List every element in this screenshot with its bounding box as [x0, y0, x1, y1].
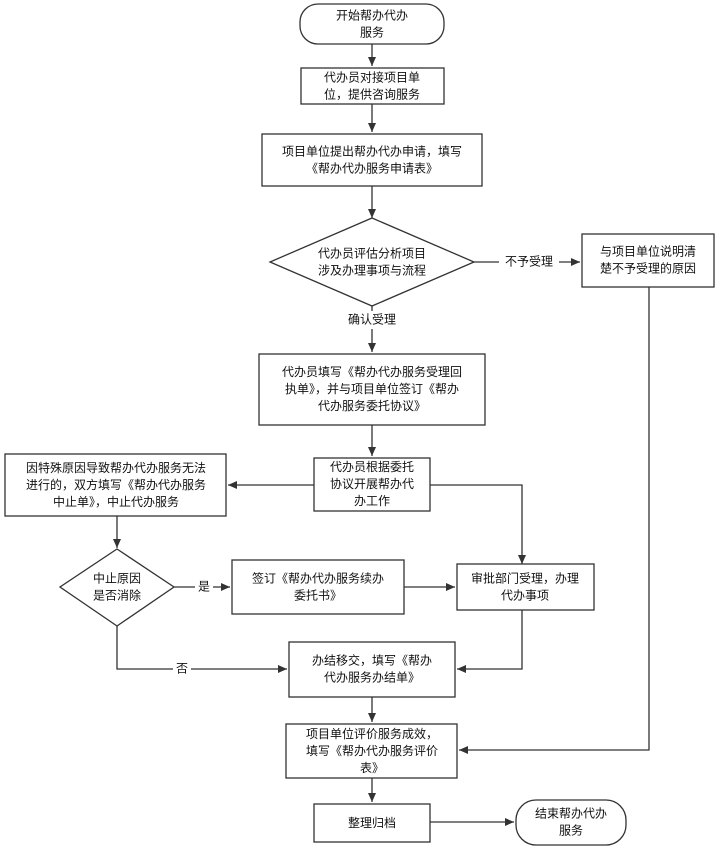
node-apply: 项目单位提出帮办代办申请，填写《帮办代办服务申请表》 — [261, 133, 483, 187]
node-label-line: 结束帮办代办 — [535, 805, 607, 820]
node-special-stop: 因特殊原因导致帮办代办服务无法进行的，双方填写《帮办代办服务中止单》，中止代办服… — [4, 453, 227, 517]
node-label-line: 填写《帮办代办服务评价 — [306, 743, 438, 758]
node-work: 代办员根据委托协议开展帮办代办工作 — [313, 457, 431, 512]
node-label-line: 与项目单位说明清 — [600, 243, 696, 258]
node-label: 项目单位评价服务成效， 填写《帮办代办服务评价表》 — [306, 726, 438, 775]
edge-reject-evaluate — [459, 287, 650, 754]
node-end: 结束帮办代办服务 — [515, 799, 627, 846]
edges — [113, 44, 650, 826]
node-label-line: 服务 — [559, 822, 583, 837]
edge-label-confirm: 确认受理 — [348, 313, 396, 327]
node-label: 与项目单位说明清楚不予受理的原因 — [600, 243, 696, 275]
node-label-line: 因特殊原因导致帮办代办服务无法 — [26, 460, 206, 475]
node-label: 代办员评估分析项目涉及办理事项与流程 — [318, 245, 426, 277]
node-evaluate: 项目单位评价服务成效， 填写《帮办代办服务评价表》 — [285, 723, 458, 779]
node-label-line: 楚不予受理的原因 — [600, 260, 696, 275]
node-label: 代办员根据委托协议开展帮办代办工作 — [330, 459, 414, 508]
edge-decision2-handover — [116, 626, 287, 673]
node-label-line: 代办员根据委托 — [330, 459, 414, 474]
node-label-line: 代办员填写《帮办代办服务受理回 — [282, 364, 462, 379]
node-label-line: 执单》，并与项目单位签订《帮办 — [285, 381, 459, 396]
node-label: 代办员填写《帮办代办服务受理回执单》，并与项目单位签订《帮办代办服务委托协议》 — [282, 364, 462, 413]
node-label: 签订《帮办代办服务续办委托书》 — [252, 570, 384, 602]
node-label-line: 代办员评估分析项目 — [318, 245, 426, 260]
node-label-line: 签订《帮办代办服务续办 — [252, 570, 384, 585]
node-label-line: 代办服务委托协议》 — [318, 398, 426, 413]
node-label-line: 涉及办理事项与流程 — [318, 262, 426, 277]
edge-label-no: 否 — [176, 662, 188, 676]
node-label-line: 是否消除 — [93, 587, 141, 602]
node-label-line: 开始帮办代办 — [336, 7, 408, 22]
node-reject: 与项目单位说明清楚不予受理的原因 — [581, 233, 715, 288]
node-start: 开始帮办代办服务 — [299, 3, 445, 45]
edge-approve-handover — [457, 610, 523, 673]
node-renew: 签订《帮办代办服务续办委托书》 — [231, 559, 405, 615]
node-label-line: 位，提供咨询服务 — [324, 86, 420, 101]
node-label-line: 整理归档 — [348, 815, 396, 830]
node-label-line: 《帮办代办服务申请表》 — [306, 160, 438, 175]
node-label: 整理归档 — [348, 815, 396, 830]
node-label: 中止原因是否消除 — [93, 570, 141, 602]
node-decision-evaluate: 代办员评估分析项目涉及办理事项与流程 — [268, 217, 476, 307]
node-label: 项目单位提出帮办代办申请，填写《帮办代办服务申请表》 — [282, 143, 462, 175]
node-label-line: 进行的，双方填写《帮办代办服务 — [26, 477, 206, 492]
node-label-line: 协议开展帮办代 — [330, 476, 414, 491]
node-label-line: 办结移交，填写《帮办 — [312, 652, 432, 667]
node-label-line: 中止单》，中止代办服务 — [53, 494, 179, 509]
node-label: 结束帮办代办服务 — [535, 805, 607, 837]
node-handover: 办结移交，填写《帮办代办服务办结单》 — [288, 641, 456, 698]
node-label: 因特殊原因导致帮办代办服务无法进行的，双方填写《帮办代办服务中止单》，中止代办服… — [26, 460, 206, 509]
node-approve: 审批部门受理，办理代办事项 — [456, 563, 595, 611]
node-label-line: 委托书》 — [294, 588, 342, 602]
edge-label-yes: 是 — [198, 580, 210, 594]
node-archive: 整理归档 — [313, 803, 431, 843]
node-label-line: 代办员对接项目单 — [324, 69, 420, 84]
node-label: 办结移交，填写《帮办代办服务办结单》 — [312, 652, 432, 684]
node-label-line: 项目单位评价服务成效， — [306, 726, 438, 741]
node-label-line: 办工作 — [354, 493, 390, 508]
node-label-line: 中止原因 — [93, 570, 141, 585]
node-label-line: 服务 — [360, 24, 384, 39]
node-label-line: 项目单位提出帮办代办申请，填写 — [282, 143, 462, 158]
node-label: 审批部门受理，办理代办事项 — [471, 570, 579, 602]
node-label-line: 代办事项 — [501, 587, 549, 602]
node-consult: 代办员对接项目单位，提供咨询服务 — [300, 67, 445, 105]
node-label: 代办员对接项目单位，提供咨询服务 — [324, 69, 420, 101]
edge-labels: 不予受理 确认受理 是 否 — [173, 253, 559, 678]
edge-label-not-accepted: 不予受理 — [505, 255, 553, 269]
node-label-line: 审批部门受理，办理 — [471, 570, 579, 585]
node-label: 开始帮办代办服务 — [336, 7, 408, 39]
node-decision-resolved: 中止原因是否消除 — [58, 548, 176, 627]
node-accept-form: 代办员填写《帮办代办服务受理回执单》，并与项目单位签订《帮办代办服务委托协议》 — [258, 353, 486, 426]
edge-n4-approve — [430, 484, 526, 564]
node-label-line: 表》 — [360, 761, 384, 775]
node-label-line: 代办服务办结单》 — [324, 669, 420, 684]
